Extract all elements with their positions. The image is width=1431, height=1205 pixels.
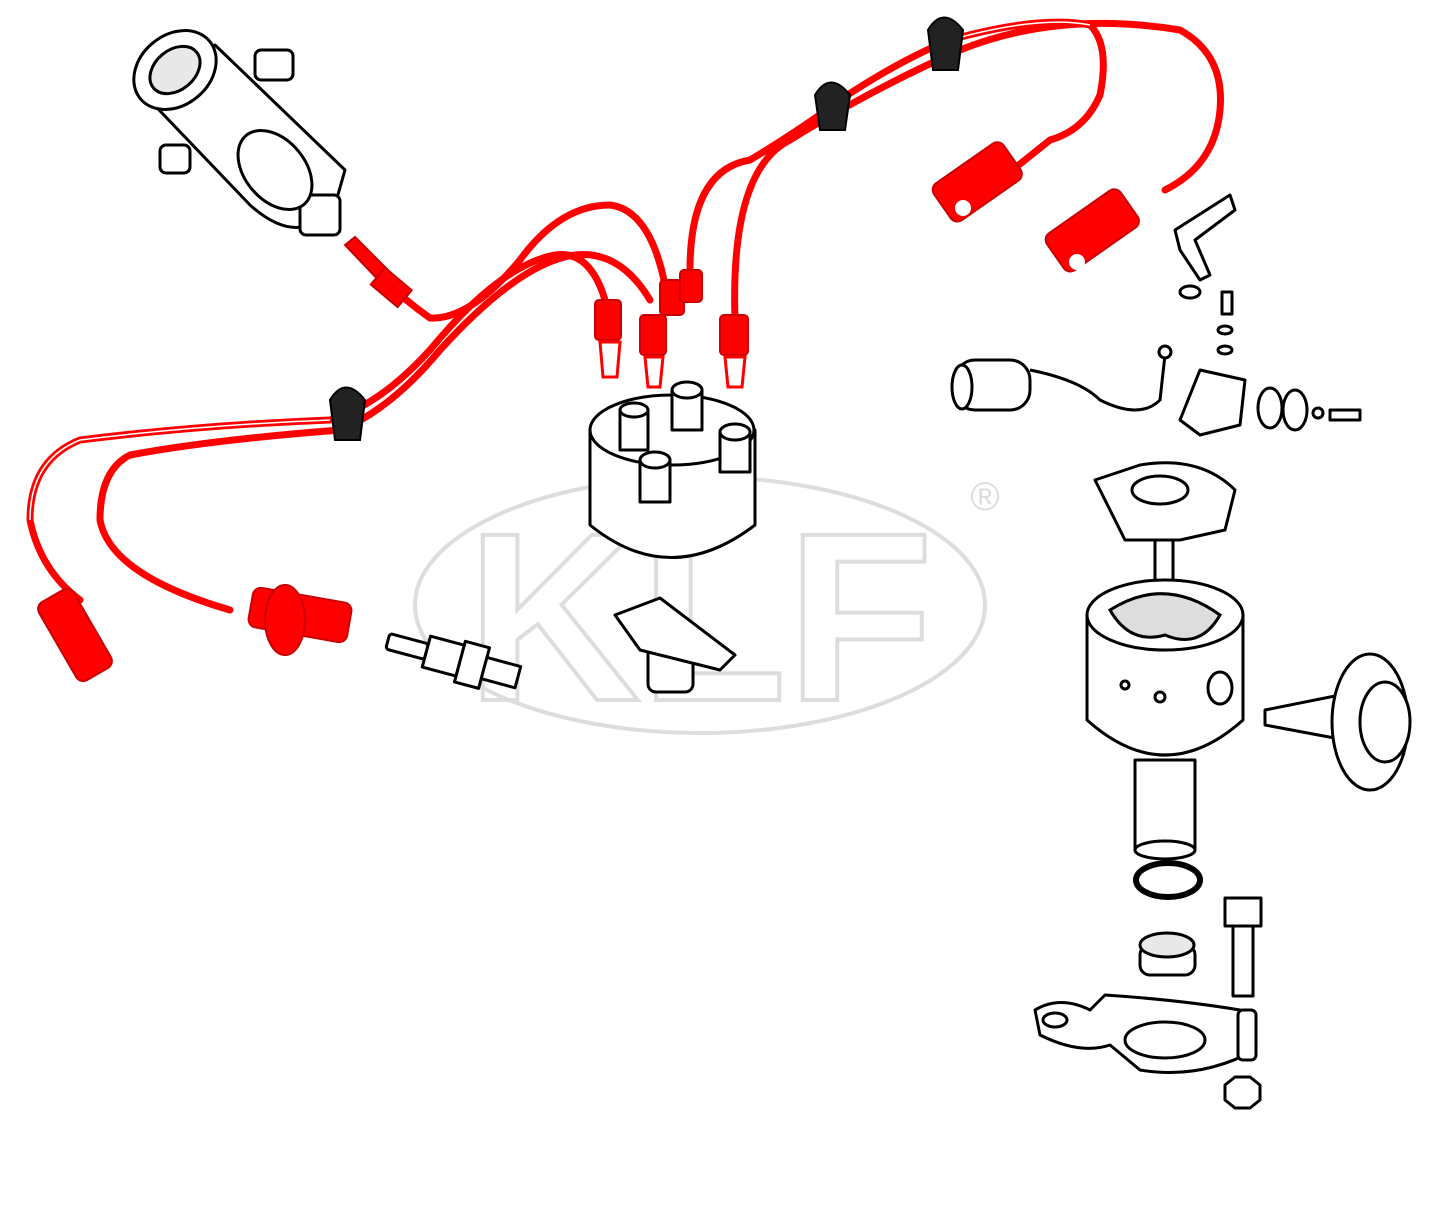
plug-boots: [37, 141, 1140, 683]
registered-mark: ®: [970, 475, 999, 519]
distributor-cap: [588, 380, 757, 559]
vacuum-advance: [1263, 652, 1412, 792]
bolt: [1223, 896, 1263, 998]
ignition-coil: [132, 29, 347, 237]
rotor: [613, 596, 737, 694]
distributor-clamp: [1033, 993, 1262, 1110]
distributor-body: [1085, 461, 1245, 861]
o-ring: [1133, 860, 1203, 900]
contact-points: [1173, 193, 1362, 437]
bushing: [1138, 931, 1197, 977]
wire-clips: [328, 16, 965, 441]
spark-plug: [384, 632, 523, 690]
condenser: [950, 344, 1173, 412]
